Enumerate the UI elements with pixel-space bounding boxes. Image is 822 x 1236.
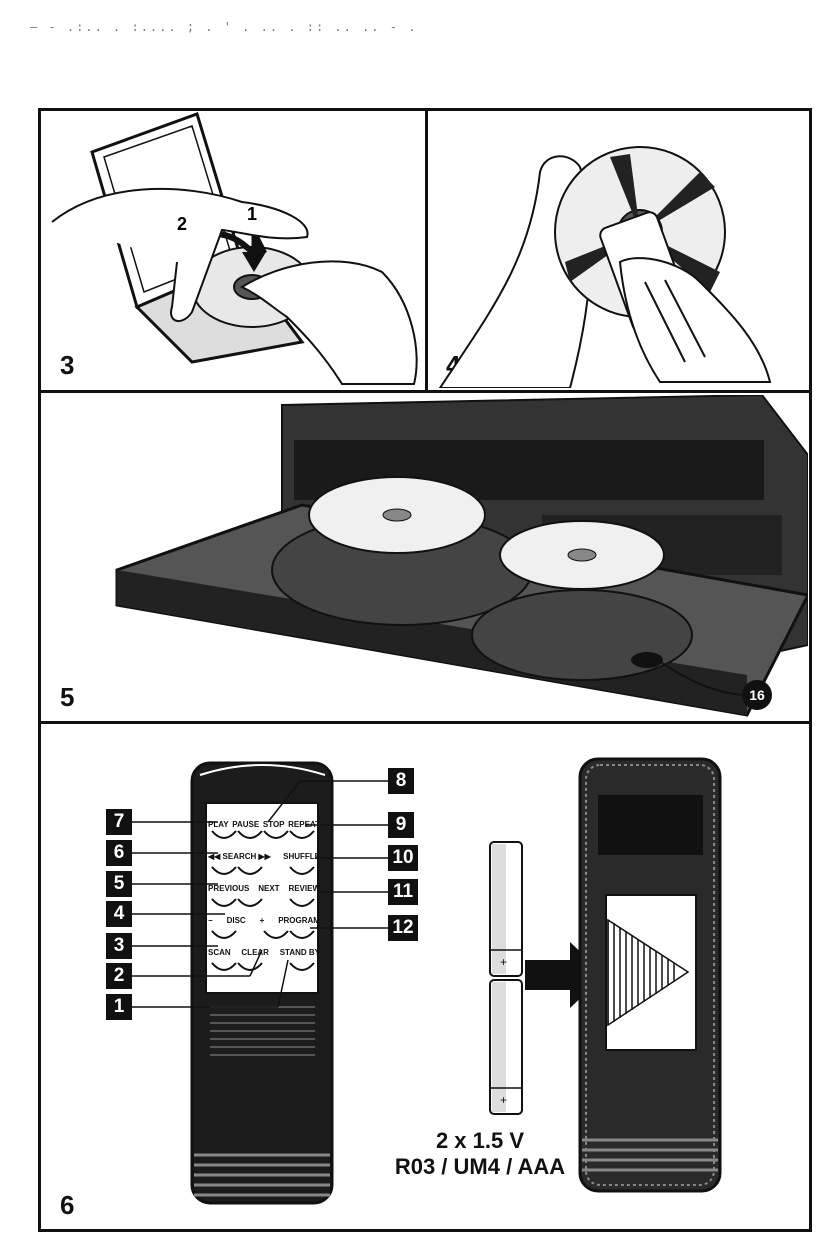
hands-disc-case-illustration: 2 1 [51,112,418,385]
panel-number-5: 5 [60,682,75,712]
step-label-2: 2 [177,214,187,234]
clear-button-label[interactable]: CLEAR [241,948,269,957]
callout-7: 7 [106,809,132,835]
shuffle-button-label[interactable]: SHUFFLE [283,852,320,861]
disc-label: DISC [226,916,246,925]
callout-11: 11 [388,879,418,905]
battery-polarity-1: + [500,955,508,969]
callout-6: 6 [106,840,132,866]
standby-button-label[interactable]: STAND BY [279,948,320,957]
divider-h2 [38,721,812,724]
panel-number-6: 6 [60,1190,75,1220]
stop-button-label[interactable]: STOP [262,820,285,829]
program-button-label[interactable]: PROGRAM [278,916,320,925]
next-button-label[interactable]: NEXT [258,884,280,893]
panel-number-3: 3 [60,350,75,380]
remote-row5: SCAN CLEAR STAND BY [208,948,320,980]
scan-artifact: — - .:.. . :.... ; . ' . .. . :: .. .. -… [30,20,418,34]
battery-type-label: R03 / UM4 / AAA [394,1154,566,1179]
callout-9: 9 [388,812,414,838]
repeat-button-label[interactable]: REPEAT [288,820,320,829]
callout-2: 2 [106,963,132,989]
previous-button-label[interactable]: PREVIOUS [208,884,250,893]
play-button-label[interactable]: PLAY [208,820,229,829]
remote-control-back [578,757,722,1193]
scan-button-label[interactable]: SCAN [208,948,231,957]
callout-12: 12 [388,915,418,941]
search-button-label[interactable]: ◀◀ SEARCH ▶▶ [208,852,271,861]
remote-control-front [190,761,334,1205]
disc-plus-button-label[interactable]: + [259,916,265,925]
review-button-label[interactable]: REVIEW [288,884,320,893]
callout-10: 10 [388,845,418,871]
remote-row1: PLAY PAUSE STOP REPEAT [208,820,320,852]
battery-polarity-2: + [500,1093,508,1107]
divider-v1 [425,108,428,392]
callout-3: 3 [106,933,132,959]
callout-1: 1 [106,994,132,1020]
callout-4: 4 [106,901,132,927]
remote-row2: ◀◀ SEARCH ▶▶ SHUFFLE [208,852,320,884]
remote-row4: − DISC + PROGRAM [208,916,320,948]
disc-minus-button-label[interactable]: − [208,916,213,925]
cd-changer-illustration [115,395,808,717]
pause-button-label[interactable]: PAUSE [232,820,260,829]
callout-8: 8 [388,768,414,794]
remote-row3: PREVIOUS NEXT REVIEW [208,884,320,916]
batteries-illustration [489,841,523,1115]
callout-5: 5 [106,871,132,897]
battery-voltage-label: 2 x 1.5 V [435,1128,525,1153]
step-label-1: 1 [247,204,257,224]
hand-cleaning-disc-illustration [438,146,772,388]
callout-16: 16 [742,680,772,710]
